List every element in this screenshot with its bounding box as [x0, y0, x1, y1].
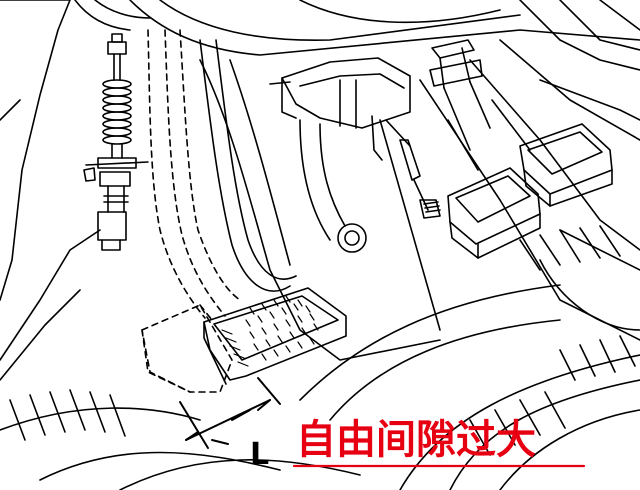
switch-rod	[399, 139, 441, 219]
brake-pedal-arm	[199, 39, 297, 292]
clutch-bracket	[429, 39, 491, 151]
dimension-label: L	[250, 437, 270, 472]
dimension-l	[179, 377, 281, 449]
accelerator-pedal	[447, 99, 613, 259]
brake-light-switch	[269, 57, 411, 253]
brake-pedal-pad	[203, 287, 347, 385]
pedal-travel-outline	[141, 29, 241, 393]
clutch-cable	[83, 33, 149, 251]
pedal-pad-texture	[221, 295, 319, 367]
free-play-caption: 自由间隙过大	[296, 417, 536, 463]
